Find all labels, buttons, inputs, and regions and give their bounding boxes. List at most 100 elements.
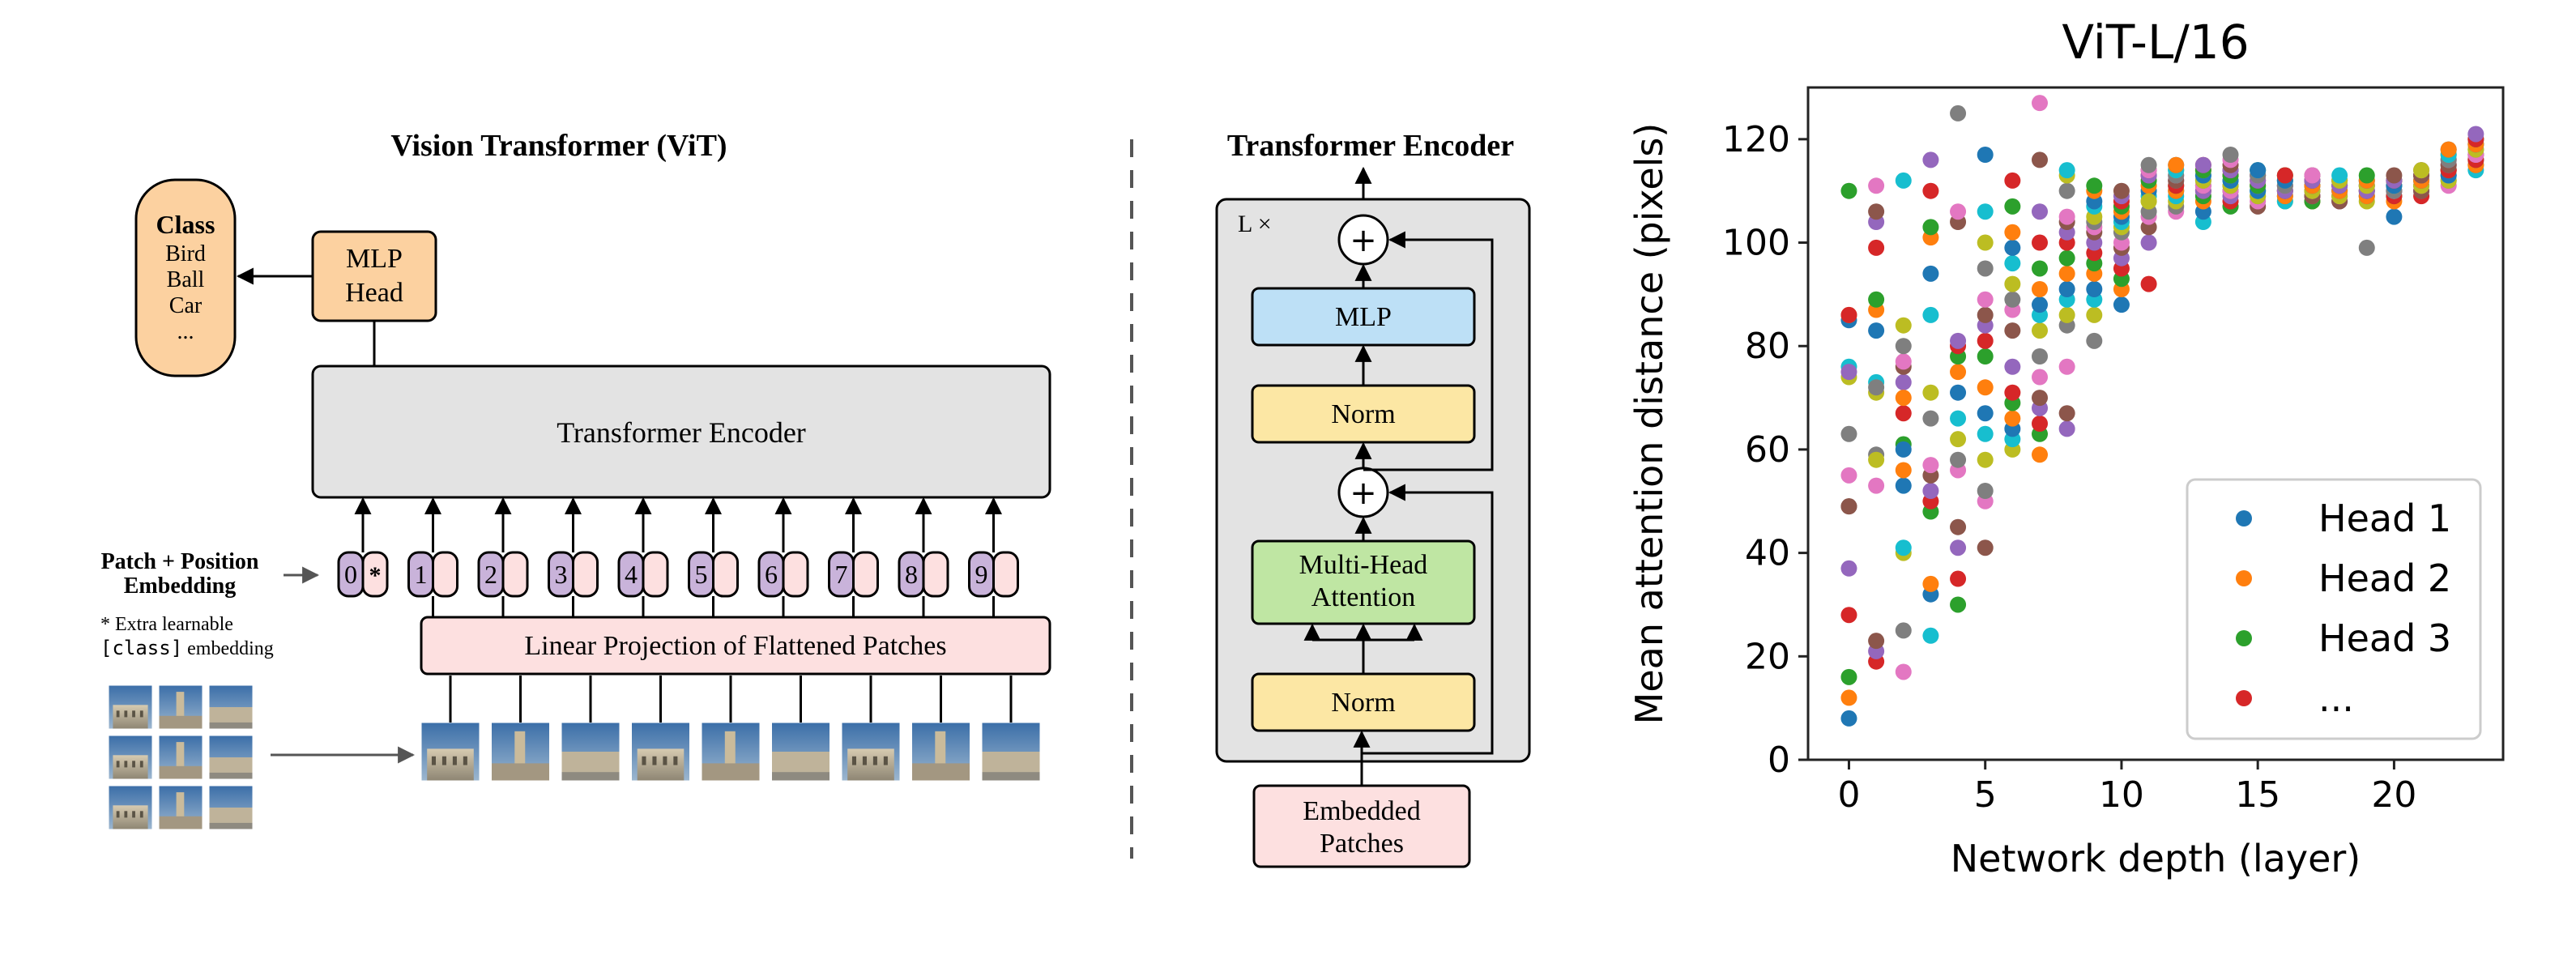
attention-label-line2: Attention bbox=[1311, 582, 1415, 612]
data-point bbox=[1950, 104, 1967, 122]
data-point bbox=[1977, 291, 1994, 308]
data-point bbox=[2004, 275, 2021, 292]
token-number: 7 bbox=[835, 560, 848, 589]
x-tick-label: 10 bbox=[2099, 774, 2144, 816]
data-point bbox=[2058, 208, 2075, 225]
class-box-title: Class bbox=[156, 210, 215, 239]
data-point bbox=[1950, 451, 1967, 468]
image-grid-patch bbox=[158, 785, 203, 830]
token-number: 0 bbox=[344, 560, 357, 589]
legend-marker bbox=[2236, 510, 2252, 526]
patch-embedding bbox=[712, 551, 739, 598]
data-point bbox=[2386, 167, 2403, 184]
data-point bbox=[1950, 570, 1967, 587]
data-point bbox=[2140, 275, 2157, 292]
data-point bbox=[1922, 457, 1939, 474]
data-point bbox=[1895, 539, 1912, 556]
data-point bbox=[1840, 689, 1857, 706]
data-point bbox=[1840, 607, 1857, 624]
data-point bbox=[1950, 384, 1967, 401]
data-point bbox=[2032, 322, 2048, 339]
data-point bbox=[1895, 477, 1912, 494]
encoder-flow-arrows bbox=[1303, 231, 1494, 786]
data-point bbox=[1868, 379, 1885, 396]
top-add-symbol: + bbox=[1350, 222, 1377, 259]
linear-projection-label: Linear Projection of Flattened Patches bbox=[524, 631, 946, 661]
plot-frame bbox=[1806, 86, 2505, 761]
data-point bbox=[1840, 182, 1857, 199]
image-grid-patch bbox=[108, 785, 153, 830]
data-point bbox=[2058, 405, 2075, 422]
data-point bbox=[1950, 410, 1967, 427]
image-grid-patch bbox=[158, 684, 203, 730]
data-point bbox=[2113, 296, 2130, 313]
data-point bbox=[1922, 384, 1939, 401]
image-grid-patch bbox=[208, 785, 254, 830]
data-point bbox=[1922, 182, 1939, 199]
data-point bbox=[1895, 622, 1912, 639]
flattened-patch-1 bbox=[420, 722, 480, 782]
y-tick-label: 60 bbox=[1745, 429, 1790, 471]
encoder-title: Transformer Encoder bbox=[1227, 129, 1514, 163]
y-tick-label: 0 bbox=[1768, 740, 1790, 781]
data-point bbox=[2386, 208, 2403, 225]
data-point bbox=[1977, 332, 1994, 349]
patch-embedding bbox=[432, 551, 458, 598]
chart-title: ViT-L/16 bbox=[2062, 15, 2249, 70]
data-point bbox=[2358, 167, 2375, 184]
data-point bbox=[2058, 265, 2075, 282]
data-point bbox=[2004, 291, 2021, 308]
footnote-rest: embedding bbox=[182, 638, 274, 659]
x-tick-label: 5 bbox=[1974, 774, 1997, 816]
data-point bbox=[1922, 410, 1939, 427]
flattened-patch-7 bbox=[841, 722, 901, 782]
y-tick-label: 120 bbox=[1722, 119, 1790, 160]
middle-add-symbol: + bbox=[1350, 475, 1377, 512]
data-point bbox=[2032, 260, 2048, 277]
token-number: 4 bbox=[625, 560, 638, 589]
data-point bbox=[2032, 151, 2048, 168]
data-point bbox=[1868, 477, 1885, 494]
encoder-mlp-label: MLP bbox=[1335, 302, 1392, 332]
data-point bbox=[2032, 281, 2048, 297]
embedding-label-line1: Patch + Position bbox=[101, 549, 259, 574]
token-number: 5 bbox=[695, 560, 708, 589]
data-point bbox=[1922, 265, 1939, 282]
data-point bbox=[1950, 203, 1967, 220]
data-point bbox=[2086, 281, 2103, 297]
data-point bbox=[2058, 182, 2075, 199]
image-grid-patch bbox=[158, 735, 203, 780]
data-point bbox=[1950, 539, 1967, 556]
mlp-head-line1: MLP bbox=[346, 244, 403, 274]
mlp-head-line2: Head bbox=[345, 278, 403, 308]
image-grid-patch bbox=[208, 735, 254, 780]
token-0: 0* bbox=[337, 497, 389, 598]
x-tick-label: 0 bbox=[1837, 774, 1860, 816]
data-point bbox=[1895, 405, 1912, 422]
data-point bbox=[2032, 234, 2048, 251]
data-point bbox=[1840, 560, 1857, 577]
y-tick-label: 20 bbox=[1745, 636, 1790, 677]
encoder-norm-lower-label: Norm bbox=[1331, 688, 1395, 718]
legend-label: Head 2 bbox=[2318, 556, 2451, 600]
data-point bbox=[1895, 317, 1912, 334]
data-point bbox=[1868, 203, 1885, 220]
token-6: 6 bbox=[757, 497, 809, 674]
data-point bbox=[2058, 249, 2075, 266]
data-point bbox=[2032, 348, 2048, 364]
data-point bbox=[1922, 306, 1939, 323]
flattened-patch-3 bbox=[561, 722, 621, 782]
embedded-patches-line1: Embedded bbox=[1303, 796, 1420, 826]
patch-embedding bbox=[852, 551, 879, 598]
data-point bbox=[2086, 177, 2103, 194]
legend-marker bbox=[2236, 570, 2252, 586]
data-point bbox=[1977, 348, 1994, 364]
patch-embedding bbox=[572, 551, 599, 598]
vit-title: Vision Transformer (ViT) bbox=[390, 129, 727, 163]
data-point bbox=[1977, 405, 1994, 422]
data-point bbox=[1950, 596, 1967, 613]
data-point bbox=[2004, 198, 2021, 215]
data-point bbox=[2331, 167, 2348, 184]
